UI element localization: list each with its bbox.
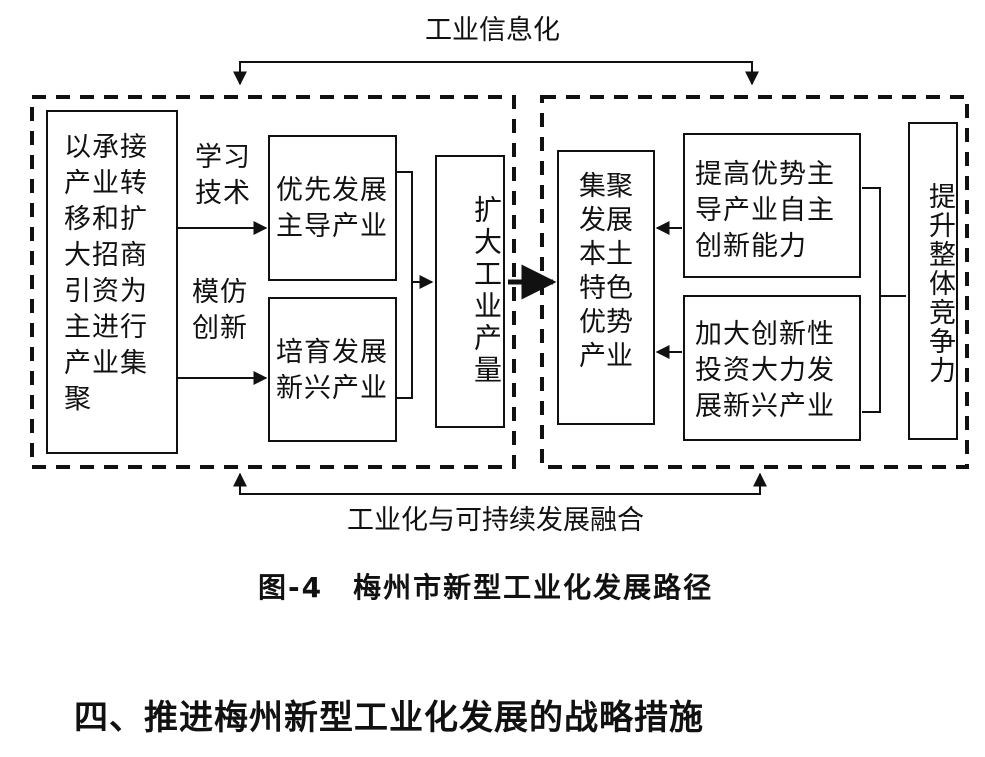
top-feedback-line: [233, 61, 759, 86]
cluster-line-6: 产业: [579, 341, 633, 372]
box-overall-competitiveness: 提升整体竞争力: [908, 122, 958, 440]
merge-line-left: [397, 171, 413, 399]
cluster-line-1: 集聚: [579, 171, 633, 202]
bottom-label: 工业化与可持续发展融合: [347, 505, 644, 536]
bottom-feedback-line: [233, 472, 767, 495]
left-main-line-2: 产业转: [64, 168, 148, 199]
section-heading: 四、推进梅州新型工业化发展的战略措施: [74, 698, 704, 738]
improve-line-2: 导产业自主: [695, 195, 835, 226]
box-cluster-local: 集聚 发展 本土 特色 优势 产业: [557, 150, 655, 425]
box-priority-line-1: 优先发展: [276, 175, 388, 206]
invest-line-2: 投资大力发: [695, 355, 835, 386]
box-increase-investment: 加大创新性 投资大力发 展新兴产业: [683, 295, 861, 441]
cluster-line-5: 优势: [579, 307, 633, 338]
left-main-line-6: 主进行: [64, 312, 148, 343]
box-expand-output: 扩大工业产量: [435, 155, 505, 428]
cluster-line-2: 发展: [579, 205, 633, 236]
left-main-line-3: 移和扩: [64, 204, 148, 235]
improve-line-3: 创新能力: [695, 231, 807, 262]
box-emerging-line-2: 新兴产业: [276, 373, 388, 404]
box-emerging-industry: 培育发展 新兴产业: [268, 297, 397, 442]
box-priority-line-2: 主导产业: [276, 211, 388, 242]
label-learn-tech: 学习 技术: [195, 140, 251, 212]
left-main-line-7: 产业集: [64, 348, 148, 379]
left-main-line-1: 以承接: [64, 132, 148, 163]
label-imitate-line-1: 模仿: [192, 277, 248, 308]
merge-line-right: [862, 187, 881, 413]
improve-line-1: 提高优势主: [695, 159, 835, 190]
left-main-line-5: 引资为: [64, 276, 148, 307]
cluster-line-4: 特色: [579, 273, 633, 304]
left-group-border: [30, 95, 516, 469]
box-emerging-line-1: 培育发展: [276, 337, 388, 368]
label-learn-tech-line-1: 学习: [195, 142, 251, 173]
box-priority-industry: 优先发展 主导产业: [268, 135, 397, 281]
competitiveness-text: 提升整体竞争力: [924, 182, 955, 385]
label-learn-tech-line-2: 技术: [195, 178, 251, 209]
cluster-line-3: 本土: [579, 239, 633, 270]
invest-line-1: 加大创新性: [695, 319, 835, 350]
box-expand-output-text: 扩大工业产量: [470, 195, 503, 387]
box-improve-innovation: 提高优势主 导产业自主 创新能力: [683, 133, 861, 278]
label-imitate-innovate: 模仿 创新: [192, 275, 248, 347]
left-main-line-8: 聚: [64, 384, 92, 415]
left-main-box: 以承接 产业转 移和扩 大招商 引资为 主进行 产业集 聚: [46, 110, 178, 454]
figure-caption: 图-4 梅州市新型工业化发展路径: [258, 571, 714, 604]
top-label: 工业信息化: [425, 15, 560, 46]
left-main-line-4: 大招商: [64, 240, 148, 271]
invest-line-3: 展新兴产业: [695, 391, 835, 422]
label-imitate-line-2: 创新: [192, 313, 248, 344]
